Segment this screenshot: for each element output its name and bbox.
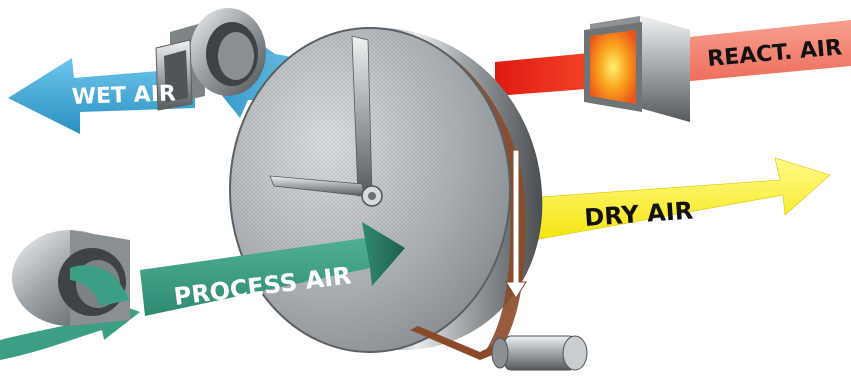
- react-air-flow: [495, 20, 851, 96]
- react-air-duct: [495, 52, 600, 96]
- wet-air-label: WET AIR: [71, 81, 176, 110]
- drive-belt-loop: [410, 326, 510, 360]
- process-air-arrow: [140, 222, 405, 316]
- react-air-arrow: [680, 20, 851, 82]
- rotation-arrow: [505, 149, 527, 299]
- wet-air-arrow: [8, 58, 195, 134]
- heater-glow: [590, 30, 636, 104]
- process-air-fan: [12, 230, 130, 326]
- wet-air-fan: [155, 8, 266, 111]
- reactivation-heater: [584, 16, 690, 122]
- drive-motor: [491, 335, 588, 371]
